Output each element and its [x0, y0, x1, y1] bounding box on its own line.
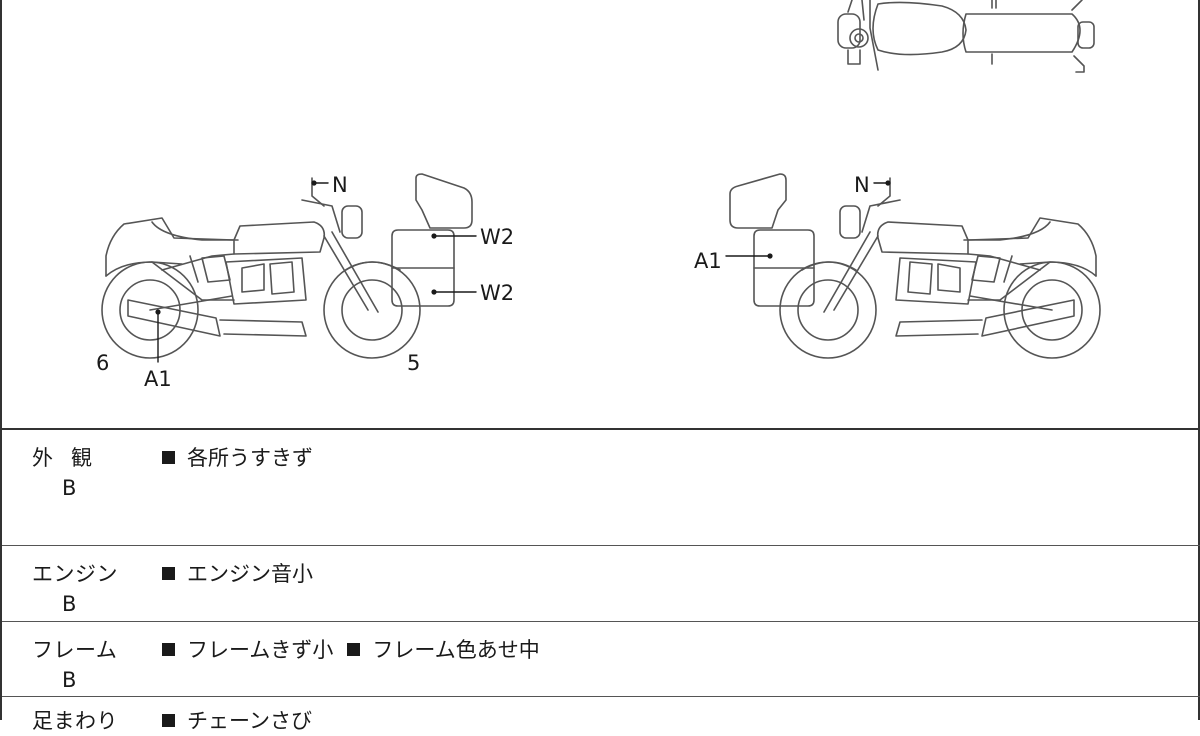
row-grade: B	[62, 592, 77, 616]
square-bullet-icon	[162, 713, 175, 727]
left-w2-bottom-dot	[431, 289, 437, 295]
left-w2-bottom-label: W2	[480, 281, 514, 305]
row-title: フレーム	[32, 638, 118, 662]
note-text: チェーンさび	[187, 709, 312, 733]
right-a1-label: A1	[694, 249, 722, 273]
square-bullet-icon	[347, 642, 361, 656]
note-item: エンジン音小	[162, 558, 313, 588]
note-text: エンジン音小	[187, 562, 313, 586]
left-w2-top-label: W2	[480, 225, 514, 249]
note-text: フレーム色あせ中	[372, 638, 540, 662]
row-notes: チェーンさび	[162, 705, 312, 735]
left-n-label: N	[332, 173, 348, 197]
left-a1-label: A1	[144, 367, 172, 391]
row-notes: 各所うすきず	[162, 442, 313, 472]
square-bullet-icon	[162, 566, 175, 580]
left-side-motorcycle	[101, 173, 473, 359]
inspection-table: 外観 B 各所うすきず エンジン B エンジン音小 フレーム B フレームきず小…	[2, 428, 1200, 736]
note-item: 各所うすきず	[162, 442, 313, 472]
row-title: 外観	[32, 446, 110, 470]
row-engine: エンジン B エンジン音小	[2, 545, 1200, 621]
note-text: フレームきず小	[187, 638, 334, 662]
row-title: 足まわり	[32, 709, 118, 733]
front-number-label: 5	[407, 351, 420, 375]
right-n-dot	[885, 180, 891, 186]
right-side-motorcycle	[729, 173, 1101, 359]
motorcycle-diagram: N W2 W2 A1 6 5 N A1	[96, 0, 1101, 391]
row-suspension: 足まわり チェーンさび	[2, 696, 1200, 736]
rear-number-label: 6	[96, 351, 109, 375]
row-notes: フレームきず小 フレーム色あせ中	[162, 634, 540, 664]
left-w2-top-dot	[431, 233, 437, 239]
damage-diagram: N W2 W2 A1 6 5 N A1	[2, 0, 1200, 430]
left-a1-dot	[155, 309, 161, 315]
row-exterior: 外観 B 各所うすきず	[2, 428, 1200, 545]
top-view-motorcycle	[837, 0, 1095, 73]
note-item: フレームきず小	[162, 634, 333, 664]
square-bullet-icon	[162, 450, 175, 464]
note-item: フレーム色あせ中	[347, 634, 540, 664]
row-frame: フレーム B フレームきず小 フレーム色あせ中	[2, 621, 1200, 696]
row-grade: B	[62, 668, 77, 692]
row-notes: エンジン音小	[162, 558, 313, 588]
note-text: 各所うすきず	[187, 446, 313, 470]
note-item: チェーンさび	[162, 705, 312, 735]
square-bullet-icon	[162, 642, 175, 656]
right-n-label: N	[854, 173, 870, 197]
left-n-dot	[311, 180, 317, 186]
row-grade: B	[62, 476, 77, 500]
row-title: エンジン	[32, 562, 118, 586]
right-a1-dot	[767, 253, 773, 259]
